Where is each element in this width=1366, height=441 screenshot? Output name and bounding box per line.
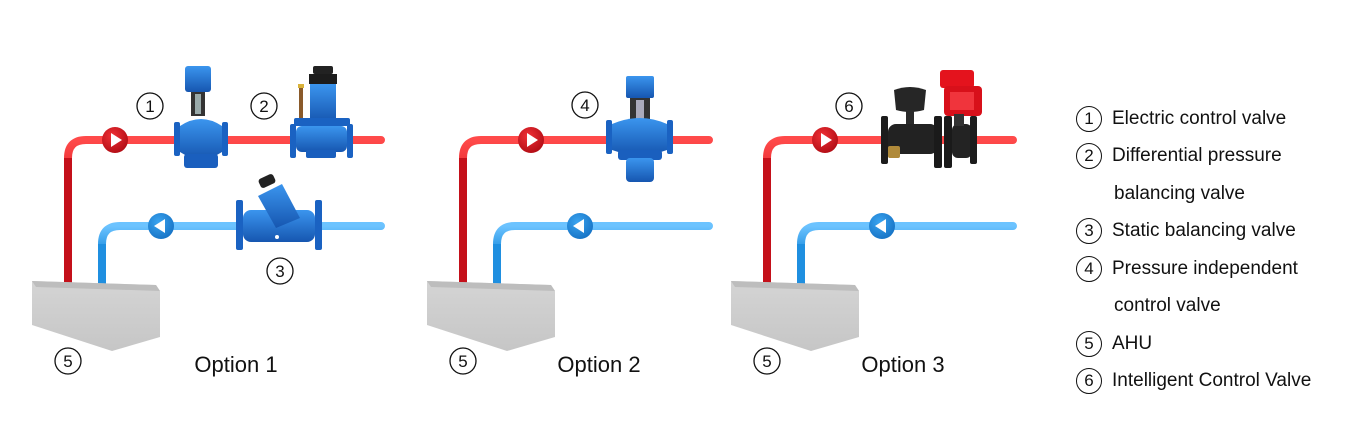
marker-number: 2 xyxy=(259,97,268,116)
option-label: Option 1 xyxy=(194,352,277,377)
electric-control-valve-icon xyxy=(174,66,228,168)
marker-3: 3 xyxy=(266,257,294,285)
legend-text: AHU xyxy=(1112,332,1153,354)
return-pump-icon xyxy=(567,213,593,239)
supply-pipe xyxy=(64,136,385,286)
supply-pump-icon xyxy=(518,127,544,153)
return-pump-icon xyxy=(148,213,174,239)
legend-item-5: 5 AHU xyxy=(1076,325,1366,363)
legend-number: 1 xyxy=(1076,105,1102,132)
legend-item-3: 3 Static balancing valve xyxy=(1076,213,1366,251)
option-2: 4 5 Option 2 xyxy=(427,76,713,377)
marker-1: 1 xyxy=(136,92,164,120)
marker-5: 5 xyxy=(449,347,477,375)
legend-number: 3 xyxy=(1076,218,1102,245)
diff-pressure-valve-icon xyxy=(290,66,353,158)
legend-item-2: 2 Differential pressure xyxy=(1076,138,1366,176)
legend-number: 5 xyxy=(1076,330,1102,357)
legend-text: Static balancing valve xyxy=(1112,220,1296,242)
marker-5: 5 xyxy=(54,347,82,375)
supply-pump-icon xyxy=(102,127,128,153)
return-pipe xyxy=(98,222,385,288)
legend-text: balancing valve xyxy=(1114,182,1245,204)
marker-5: 5 xyxy=(753,347,781,375)
option-3: 6 5 Option 3 xyxy=(731,70,1017,377)
legend: 1 Electric control valve 2 Differential … xyxy=(1076,100,1366,400)
marker-number: 6 xyxy=(844,97,853,116)
legend-text: Differential pressure xyxy=(1112,145,1282,167)
option-label: Option 2 xyxy=(557,352,640,377)
marker-number: 1 xyxy=(145,97,154,116)
static-balancing-valve-icon xyxy=(236,174,322,250)
marker-number: 4 xyxy=(580,96,589,115)
marker-4: 4 xyxy=(571,91,599,119)
marker-number: 5 xyxy=(762,352,771,371)
marker-number: 5 xyxy=(458,352,467,371)
supply-pipe xyxy=(459,136,713,286)
legend-number: 2 xyxy=(1076,143,1102,170)
ahu-unit xyxy=(32,281,160,351)
legend-item-4-continued: control valve xyxy=(1076,288,1366,326)
marker-2: 2 xyxy=(250,92,278,120)
option-1: 1 2 3 5 Option 1 xyxy=(32,66,385,377)
legend-item-6: 6 Intelligent Control Valve xyxy=(1076,363,1366,401)
legend-text: control valve xyxy=(1114,295,1221,317)
marker-6: 6 xyxy=(835,92,863,120)
legend-item-1: 1 Electric control valve xyxy=(1076,100,1366,138)
legend-item-2-continued: balancing valve xyxy=(1076,175,1366,213)
supply-pump-icon xyxy=(812,127,838,153)
ahu-unit xyxy=(427,281,555,351)
return-pump-icon xyxy=(869,213,895,239)
legend-number: 6 xyxy=(1076,368,1102,395)
legend-text: Intelligent Control Valve xyxy=(1112,370,1312,392)
legend-text: Electric control valve xyxy=(1112,107,1287,129)
ahu-unit xyxy=(731,281,859,351)
pressure-independent-valve-icon xyxy=(606,76,673,182)
return-pipe xyxy=(797,222,1017,288)
marker-number: 3 xyxy=(275,262,284,281)
legend-item-4: 4 Pressure independent xyxy=(1076,250,1366,288)
return-pipe xyxy=(493,222,713,288)
intelligent-control-valve-icon xyxy=(881,70,982,168)
marker-number: 5 xyxy=(63,352,72,371)
legend-number: 4 xyxy=(1076,255,1102,282)
legend-text: Pressure independent xyxy=(1112,257,1298,279)
supply-pipe xyxy=(763,136,1017,286)
option-label: Option 3 xyxy=(861,352,944,377)
